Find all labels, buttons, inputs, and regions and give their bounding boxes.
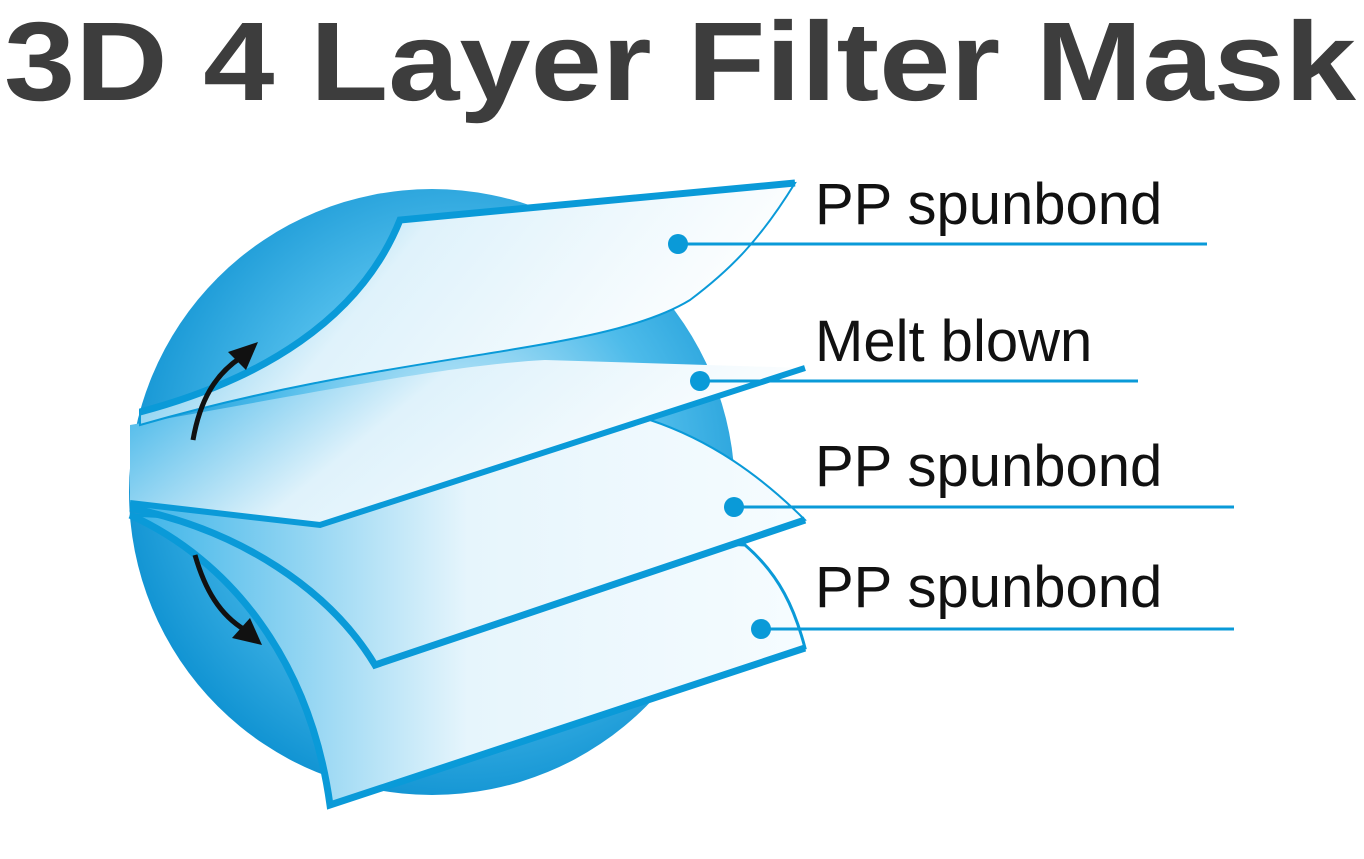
fold-down-arrow-icon [192, 554, 262, 645]
layer-4-edge [128, 511, 807, 810]
layer-2-sheet [130, 360, 805, 525]
layer-3-label: PP spunbond [815, 434, 1162, 499]
callout-3 [724, 497, 1234, 517]
lift-up-arrow-icon [190, 342, 258, 441]
layer-1-label: PP spunbond [815, 172, 1162, 237]
layer-1-edge [139, 179, 796, 416]
diagram-title: 3D 4 Layer Filter Mask [4, 0, 1357, 124]
layer-2-label: Melt blown [815, 309, 1092, 374]
layer-2-edge [129, 365, 806, 529]
layer-4-label: PP spunbond [815, 555, 1162, 620]
layer-3-edge [129, 504, 807, 670]
callout-4 [751, 619, 1234, 639]
callout-2 [690, 371, 1138, 391]
callout-1 [668, 234, 1207, 254]
